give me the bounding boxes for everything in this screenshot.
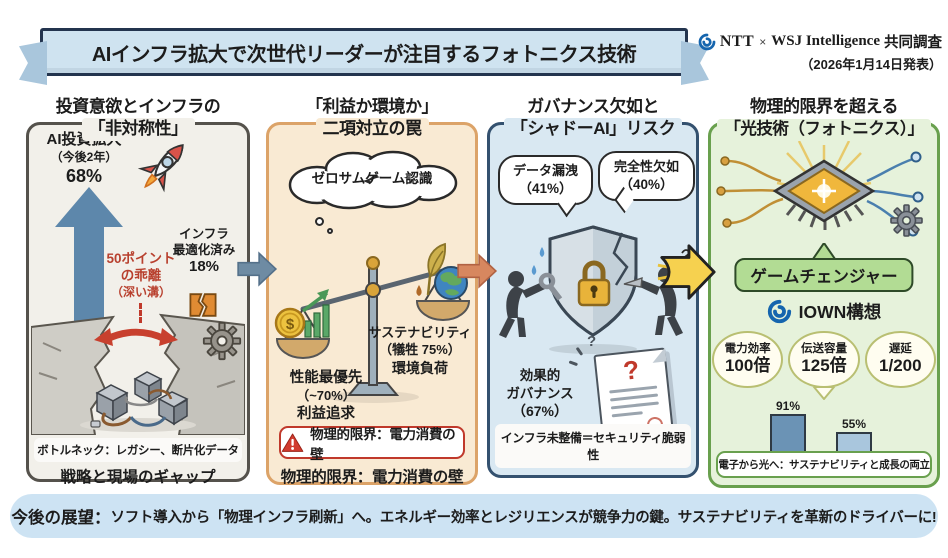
- badge-latency: 遅延 1/200: [864, 331, 936, 388]
- source-label: 共同調査: [884, 35, 942, 51]
- photonic-chip-illustration: [716, 140, 924, 237]
- panel4-title: 物理的限界を超える 「光技術（フォトニクス）」: [702, 96, 946, 142]
- source-line1: NTT × WSJ Intelligence 共同調査: [698, 31, 942, 52]
- panel3-box: データ漏洩 （41%） 完全性欠如 （40%）: [487, 122, 699, 478]
- ntt-logo-icon: [698, 33, 716, 50]
- svg-text:$: $: [286, 316, 295, 333]
- gap-stat: 50ポイント の乖離 （深い溝）: [106, 251, 176, 299]
- game-changer-label: ゲームチェンジャー: [734, 258, 914, 292]
- wrench-icon: [538, 272, 563, 301]
- broken-box-icon: [189, 293, 217, 317]
- warning-text: 物理的限界：電力消費の壁: [310, 426, 456, 462]
- balance-scale-illustration: $: [274, 242, 471, 403]
- warning-icon: [281, 433, 304, 452]
- sustainability-stat: サステナビリティ （犠牲 75%） 環境負荷: [368, 325, 472, 376]
- question-mark: ?: [587, 333, 597, 350]
- source-separator: ×: [759, 34, 767, 49]
- panel-photonics: 物理的限界を超える 「光技術（フォトニクス）」: [708, 96, 940, 488]
- flow-arrow-1: [237, 251, 278, 287]
- source-attribution: NTT × WSJ Intelligence 共同調査 （2026年1月14日発…: [698, 31, 942, 73]
- divergence-double-arrow: [94, 328, 178, 346]
- panel1-caption: 戦略と現場のギャップ: [60, 469, 216, 486]
- bar-value-label: 91%: [775, 398, 801, 413]
- sweat-drop-icon: [531, 265, 537, 275]
- source-org: NTT: [719, 32, 755, 50]
- source-date: （2026年1月14日発表）: [800, 57, 942, 72]
- panel3-title: ガバナンス欠如と 「シャドーAI」リスク: [481, 96, 705, 141]
- footer-prefix: 今後の展望：: [11, 509, 111, 527]
- thought-dot: [327, 228, 333, 234]
- power-wall-warning: 物理的限界：電力消費の壁: [279, 426, 465, 462]
- chip-pins: [785, 204, 865, 230]
- badge-tail: [812, 387, 836, 400]
- panel-profit-vs-environment: 「利益か環境か」 二項対立の罠 ゼロサムゲーム認識: [266, 96, 478, 486]
- outlook-footer: 今後の展望： ソフト導入から「物理インフラ刷新」へ。エネルギー効率とレジリエンス…: [10, 494, 938, 538]
- investment-up-arrow: [55, 187, 123, 333]
- panel-investment-asymmetry: 投資意欲とインフラの 「非対称性」 AI投資拡大 （今後2年） 68%: [26, 96, 250, 486]
- zero-sum-label: ゼロサムゲーム認識: [311, 171, 433, 186]
- flow-arrow-2: [457, 253, 498, 289]
- gear-icon: [202, 321, 242, 361]
- attacker-figure-left: [499, 271, 545, 338]
- panel3-caption: インフラ未整備＝セキュリティ脆弱性: [495, 424, 691, 468]
- badge-power-efficiency: 電力効率 100倍: [712, 331, 784, 388]
- doc-question-mark: ?: [621, 354, 641, 386]
- iown-label: IOWN構想: [798, 302, 882, 322]
- panel-governance-shadow-ai: ガバナンス欠如と 「シャドーAI」リスク データ漏洩 （41%） 完全性欠如 （…: [487, 96, 699, 478]
- bottleneck-label: ボトルネック：レガシー、断片化データ: [34, 438, 242, 462]
- cloud-icon: [288, 150, 458, 210]
- panel1-box: AI投資拡大 （今後2年） 68% 50ポイント: [26, 122, 250, 486]
- flow-arrow-3-gold: [657, 244, 716, 300]
- page-title: AIインフラ拡大で次世代リーダーが注目するフォトニクス技術: [91, 43, 637, 66]
- benefit-badges: 電力効率 100倍 伝送容量 125倍 遅延 1/200: [712, 331, 936, 388]
- badge-transmission-capacity: 伝送容量 125倍: [788, 331, 860, 388]
- integrity-bubble: 完全性欠如 （40%）: [598, 151, 695, 202]
- panel2-caption: 物理的限界：電力消費の壁: [280, 469, 464, 486]
- knife-icon: [623, 276, 643, 288]
- bar-value-label: 55%: [841, 417, 867, 432]
- iown-initiative: IOWN構想: [711, 299, 937, 324]
- thought-dot: [315, 217, 324, 226]
- coin-icon: $: [274, 307, 306, 339]
- gap-dashed-line: [139, 303, 142, 323]
- data-leak-bubble: データ漏洩 （41%）: [498, 155, 593, 206]
- panel2-title: 「利益か環境か」 二項対立の罠: [260, 96, 484, 141]
- emphasis-tick: [568, 360, 578, 367]
- crack-line: [612, 232, 629, 286]
- lock-icon: [577, 260, 611, 307]
- panel1-title: 投資意欲とインフラの 「非対称性」: [20, 96, 256, 141]
- title-banner: AIインフラ拡大で次世代リーダーが注目するフォトニクス技術: [40, 28, 688, 76]
- panel2-box: ゼロサムゲーム認識: [266, 122, 478, 486]
- footer-text: ソフト導入から「物理インフラ刷新」へ。エネルギー効率とレジリエンスが競争力の鍵。…: [110, 509, 937, 526]
- rocket-icon: [137, 144, 184, 193]
- iown-logo-icon: [767, 299, 791, 324]
- sweat-drop-icon: [539, 247, 545, 257]
- drop-icon: [416, 285, 422, 296]
- source-partner: WSJ Intelligence: [771, 33, 880, 49]
- infra-optimized-stat: インフラ 最適化済み 18%: [172, 227, 236, 276]
- panel4-caption: 電子から光へ：サステナビリティと成長の両立: [716, 451, 932, 478]
- growth-chart-icon: [301, 289, 330, 338]
- panel4-box: ゲームチェンジャー IOWN構想 電力効率 100倍 伝送容量 125倍: [708, 122, 940, 488]
- thought-cloud: ゼロサムゲーム認識: [281, 147, 463, 213]
- governance-stat: 効果的 ガバナンス （67%）: [506, 368, 574, 420]
- leaf-icon: [426, 242, 446, 296]
- profit-priority-stat: 性能最優先 （~70%） 利益追求: [289, 370, 363, 422]
- gear-icon: [890, 204, 923, 237]
- left-circuit-traces: [722, 159, 784, 225]
- game-changer-tail: [811, 243, 837, 259]
